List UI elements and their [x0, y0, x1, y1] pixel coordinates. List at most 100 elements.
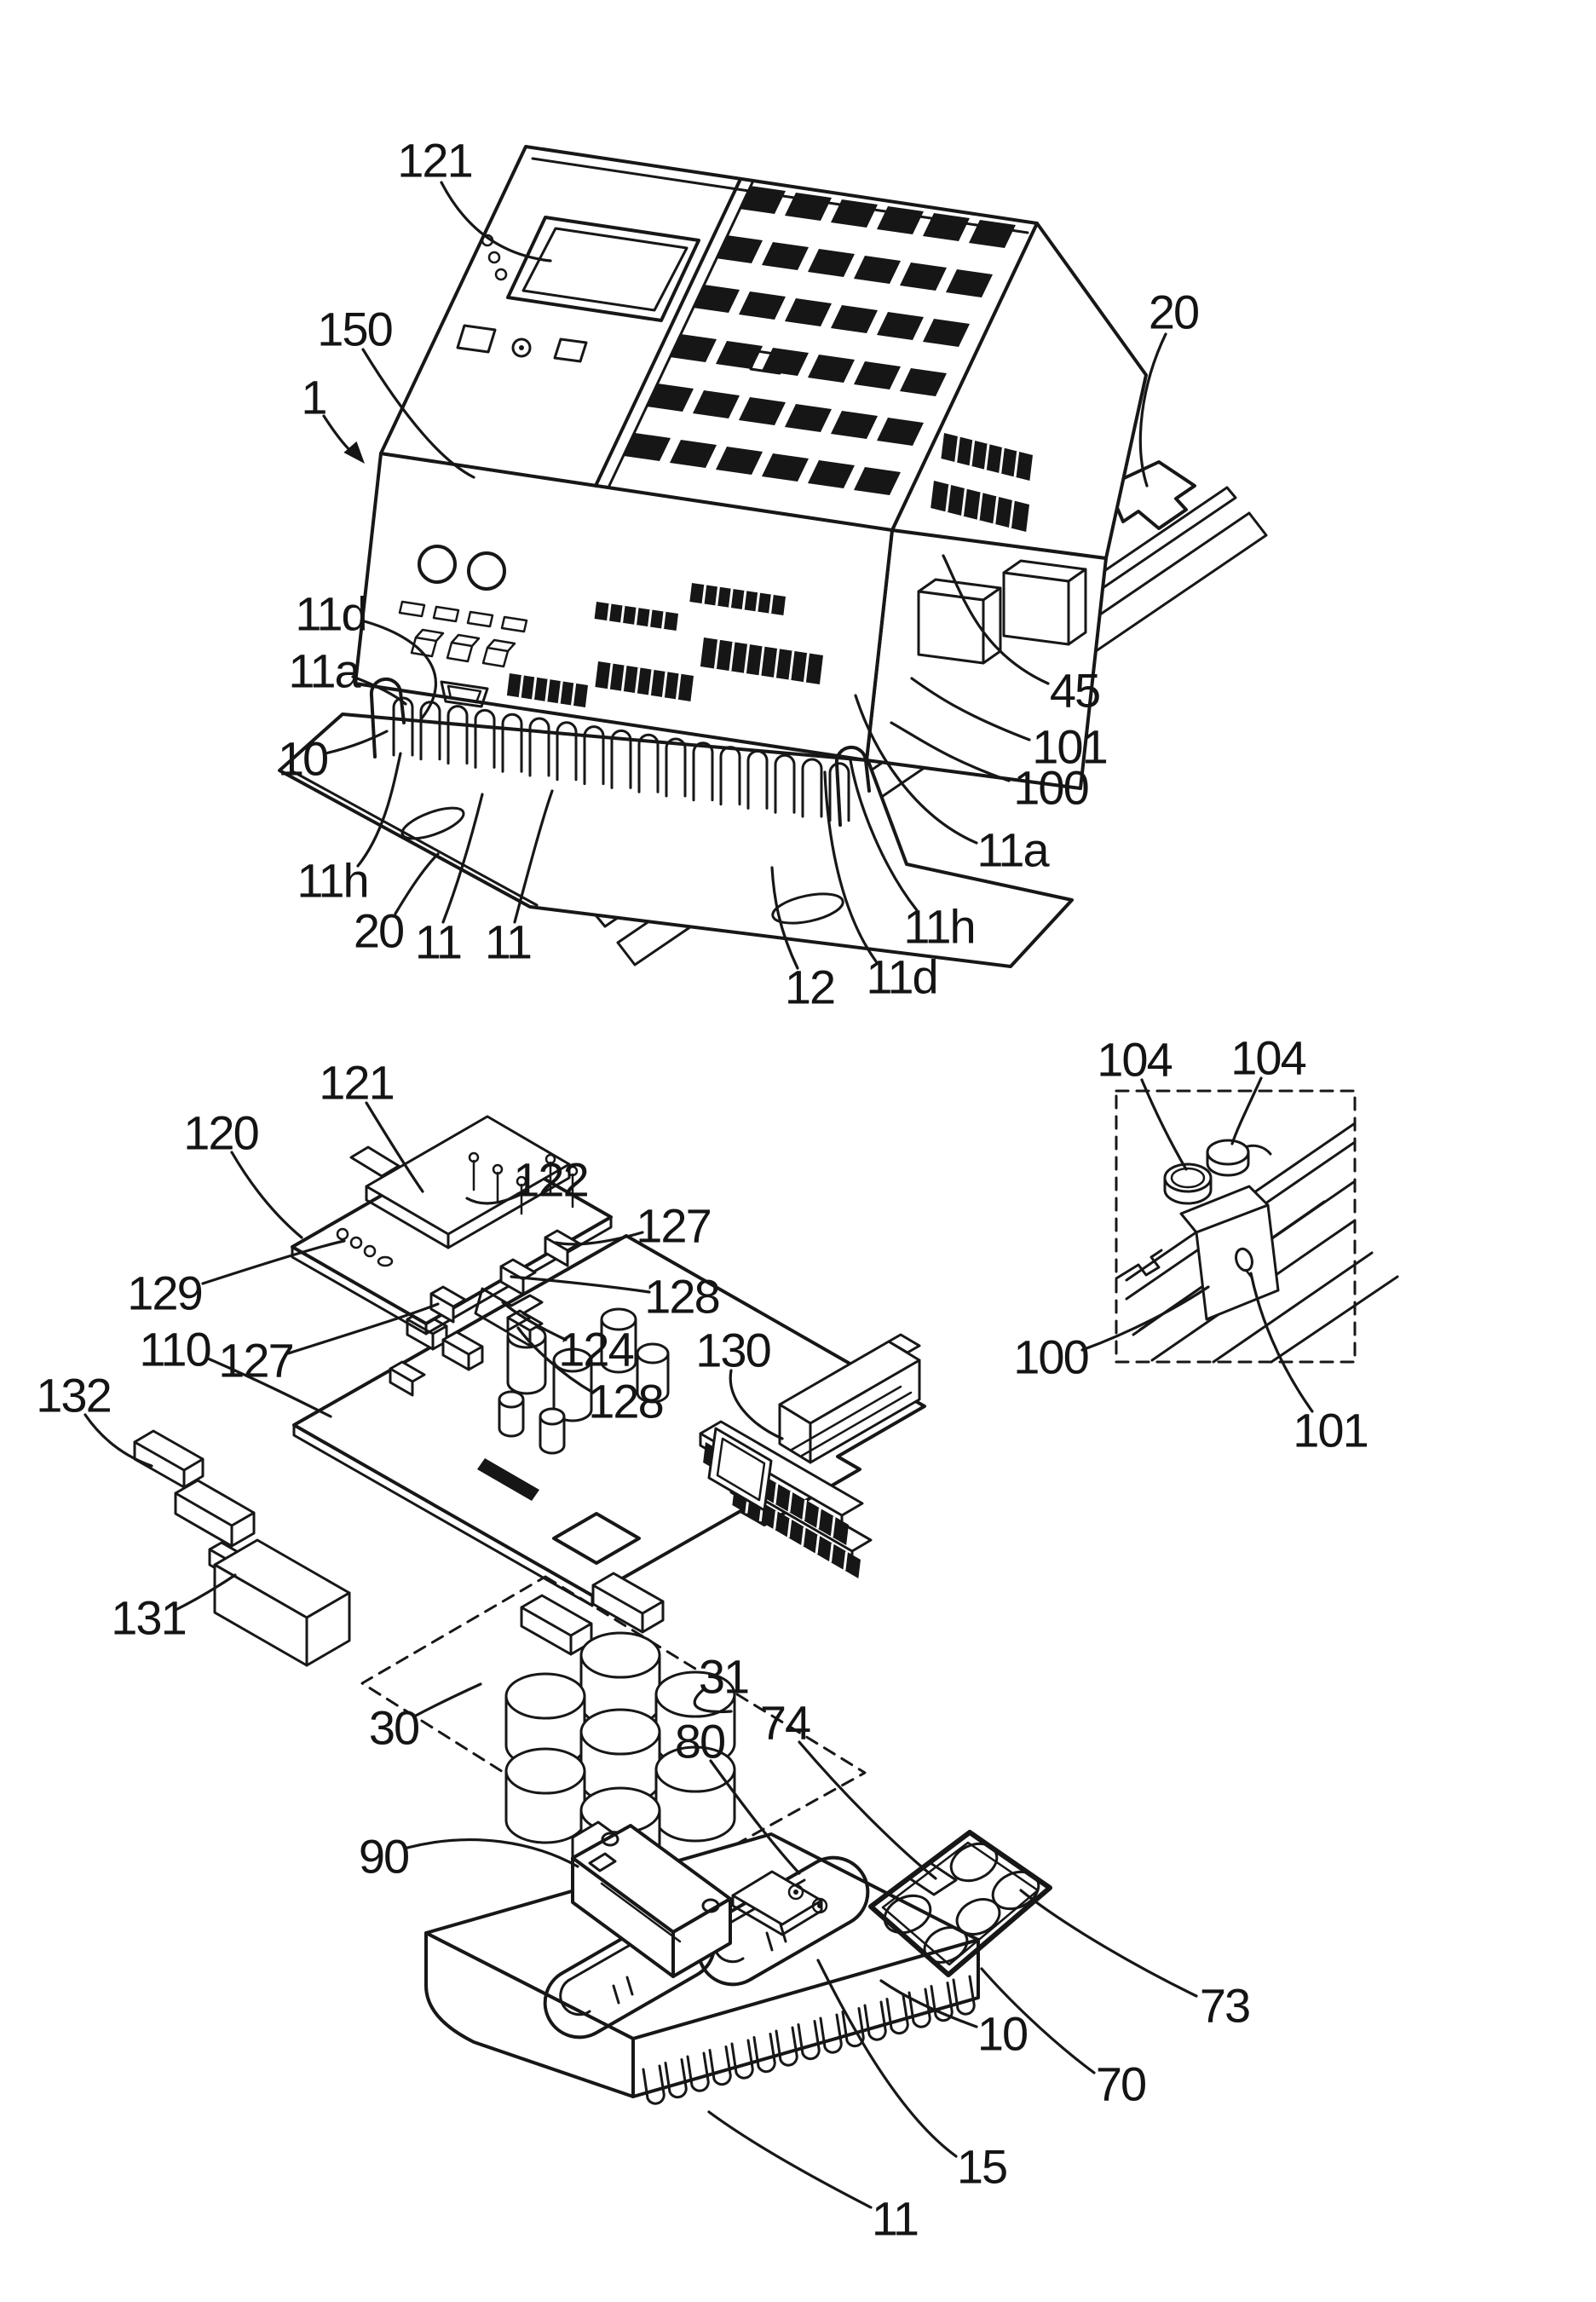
ref-label-fig2-31: 31 [699, 1650, 748, 1704]
terminal-blocks [506, 433, 1033, 707]
ref-label-fig2-124: 124 [558, 1323, 633, 1376]
ref-label-inset-100: 100 [1013, 1330, 1087, 1384]
leader-fig1-12 [770, 866, 799, 970]
leader-fig3-70 [980, 1967, 1096, 2074]
ref-label-fig3-73: 73 [1200, 1979, 1249, 2033]
leader-fig1-150 [361, 348, 475, 479]
ref-label-fig2-30: 30 [369, 1701, 418, 1755]
front-panel-details [398, 545, 528, 708]
leader-fig3-74 [798, 1740, 937, 1880]
leader-fig1-10 [324, 730, 389, 755]
leader-lines [84, 181, 1314, 2209]
ref-label-fig1-10: 10 [278, 732, 327, 786]
leader-fig3-10 [879, 1979, 978, 2028]
leader-fig3-80 [709, 1759, 801, 1875]
ref-label-fig2-110: 110 [139, 1323, 210, 1376]
ref-label-fig1-12: 12 [785, 961, 834, 1014]
vent-slats [624, 186, 1016, 495]
flange-slot-hole [400, 806, 465, 840]
board-capacitors [498, 1307, 670, 1455]
ref-label-fig1-11-b: 11 [485, 915, 531, 969]
leader-fig1-11a-left [351, 675, 407, 706]
display-window [506, 216, 700, 322]
gasket-70 [868, 1830, 1052, 1977]
leader-fig1-45 [942, 554, 1050, 685]
leader-fig2-129 [201, 1239, 346, 1285]
ref-label-fig2-129: 129 [127, 1266, 201, 1320]
leader-fig2-121 [365, 1101, 424, 1193]
leader-fig1-11-b [513, 789, 554, 924]
detail-inset-view [1115, 1089, 1399, 1364]
heatsink-fins-bottom [642, 1975, 976, 2105]
leader-fig1-11-a [441, 793, 484, 924]
ref-label-fig2-128-upper: 128 [644, 1270, 718, 1324]
exploded-control-board-view [133, 1115, 926, 1884]
ref-label-fig1-121: 121 [397, 134, 471, 188]
cable-gland-hole [418, 545, 457, 584]
control-board [291, 1115, 613, 1347]
ref-label-fig1-20-bottom: 20 [354, 904, 403, 958]
ref-label-fig3-70: 70 [1096, 2057, 1145, 2111]
leader-fig3-90 [406, 1838, 579, 1868]
mounting-bracket [1106, 460, 1196, 530]
fin-end-hooks [369, 677, 871, 827]
ref-label-inset-104-right: 104 [1230, 1031, 1305, 1085]
leader-fig1-121 [440, 181, 552, 263]
ref-label-fig2-127-right: 127 [636, 1199, 710, 1253]
chip [552, 1512, 641, 1565]
leader-fig2-128-upper [510, 1275, 651, 1294]
gasket-square-hole [907, 1861, 958, 1896]
leader-fig3-15 [816, 1959, 958, 2158]
capacitors-104 [1163, 1139, 1250, 1205]
relay-blocks [917, 559, 1087, 665]
status-leds [481, 234, 508, 281]
ref-label-fig3-90: 90 [359, 1830, 408, 1884]
ref-label-fig2-121: 121 [319, 1056, 393, 1110]
assembled-device-view [278, 145, 1268, 968]
flange-slot-hole [771, 892, 844, 925]
capacitor-block-101 [1179, 1185, 1280, 1321]
ref-label-fig1-11h-left: 11h [297, 854, 367, 908]
leader-fig1-100 [890, 721, 1011, 782]
ref-label-fig2-132: 132 [36, 1369, 110, 1422]
leader-fig1-11a-right [854, 694, 978, 845]
dsub-connector [440, 680, 489, 708]
led-row-129 [336, 1227, 394, 1267]
leader-fig2-128-lower [516, 1326, 595, 1394]
arrowhead-fig1-1 [343, 441, 365, 464]
ref-label-inset-104-left: 104 [1097, 1033, 1172, 1087]
ref-label-fig2-127-left: 127 [218, 1334, 292, 1388]
leader-fig2-131 [176, 1573, 237, 1611]
ref-label-fig3-80: 80 [675, 1715, 724, 1768]
reference-numerals: 1211501204510110011a11h11d1211d11a1011h2… [36, 134, 1368, 2246]
ref-label-fig1-11d-left: 11d [295, 587, 366, 641]
bus-capacitors [504, 1631, 736, 1884]
leader-fig2-127-right [554, 1231, 644, 1246]
leader-fig1-11d-left [360, 619, 437, 721]
leader-fig3-11 [707, 2110, 873, 2209]
ref-label-fig2-122: 122 [513, 1153, 587, 1207]
ref-label-fig1-11h-right: 11h [903, 900, 974, 954]
ref-label-fig1-11a-right: 11a [977, 823, 1050, 877]
leader-inset-100 [1080, 1285, 1210, 1352]
ref-label-fig1-45: 45 [1050, 664, 1099, 718]
cable-gland-hole [467, 551, 506, 591]
ref-label-fig1-100: 100 [1013, 761, 1087, 815]
thermal-chip-80 [731, 1870, 828, 1936]
leader-fig1-101 [910, 677, 1031, 741]
leader-inset-101 [1249, 1272, 1314, 1413]
exploded-heatsink-view [424, 1820, 1052, 2105]
ref-label-fig3-74: 74 [760, 1696, 810, 1750]
ref-label-fig2-120: 120 [183, 1106, 257, 1160]
leader-fig1-11d-right [823, 770, 878, 963]
leader-fig2-120 [230, 1151, 303, 1239]
leader-fig1-20-bottom [394, 852, 440, 915]
bracket-90 [571, 1820, 732, 1978]
part-131 [208, 1538, 351, 1667]
leader-fig2-110 [206, 1357, 332, 1418]
leader-fig1-20-right [1138, 332, 1167, 488]
inset-border [1115, 1089, 1357, 1364]
leader-fig1-11h-left [356, 752, 402, 868]
part-132 [133, 1429, 256, 1548]
